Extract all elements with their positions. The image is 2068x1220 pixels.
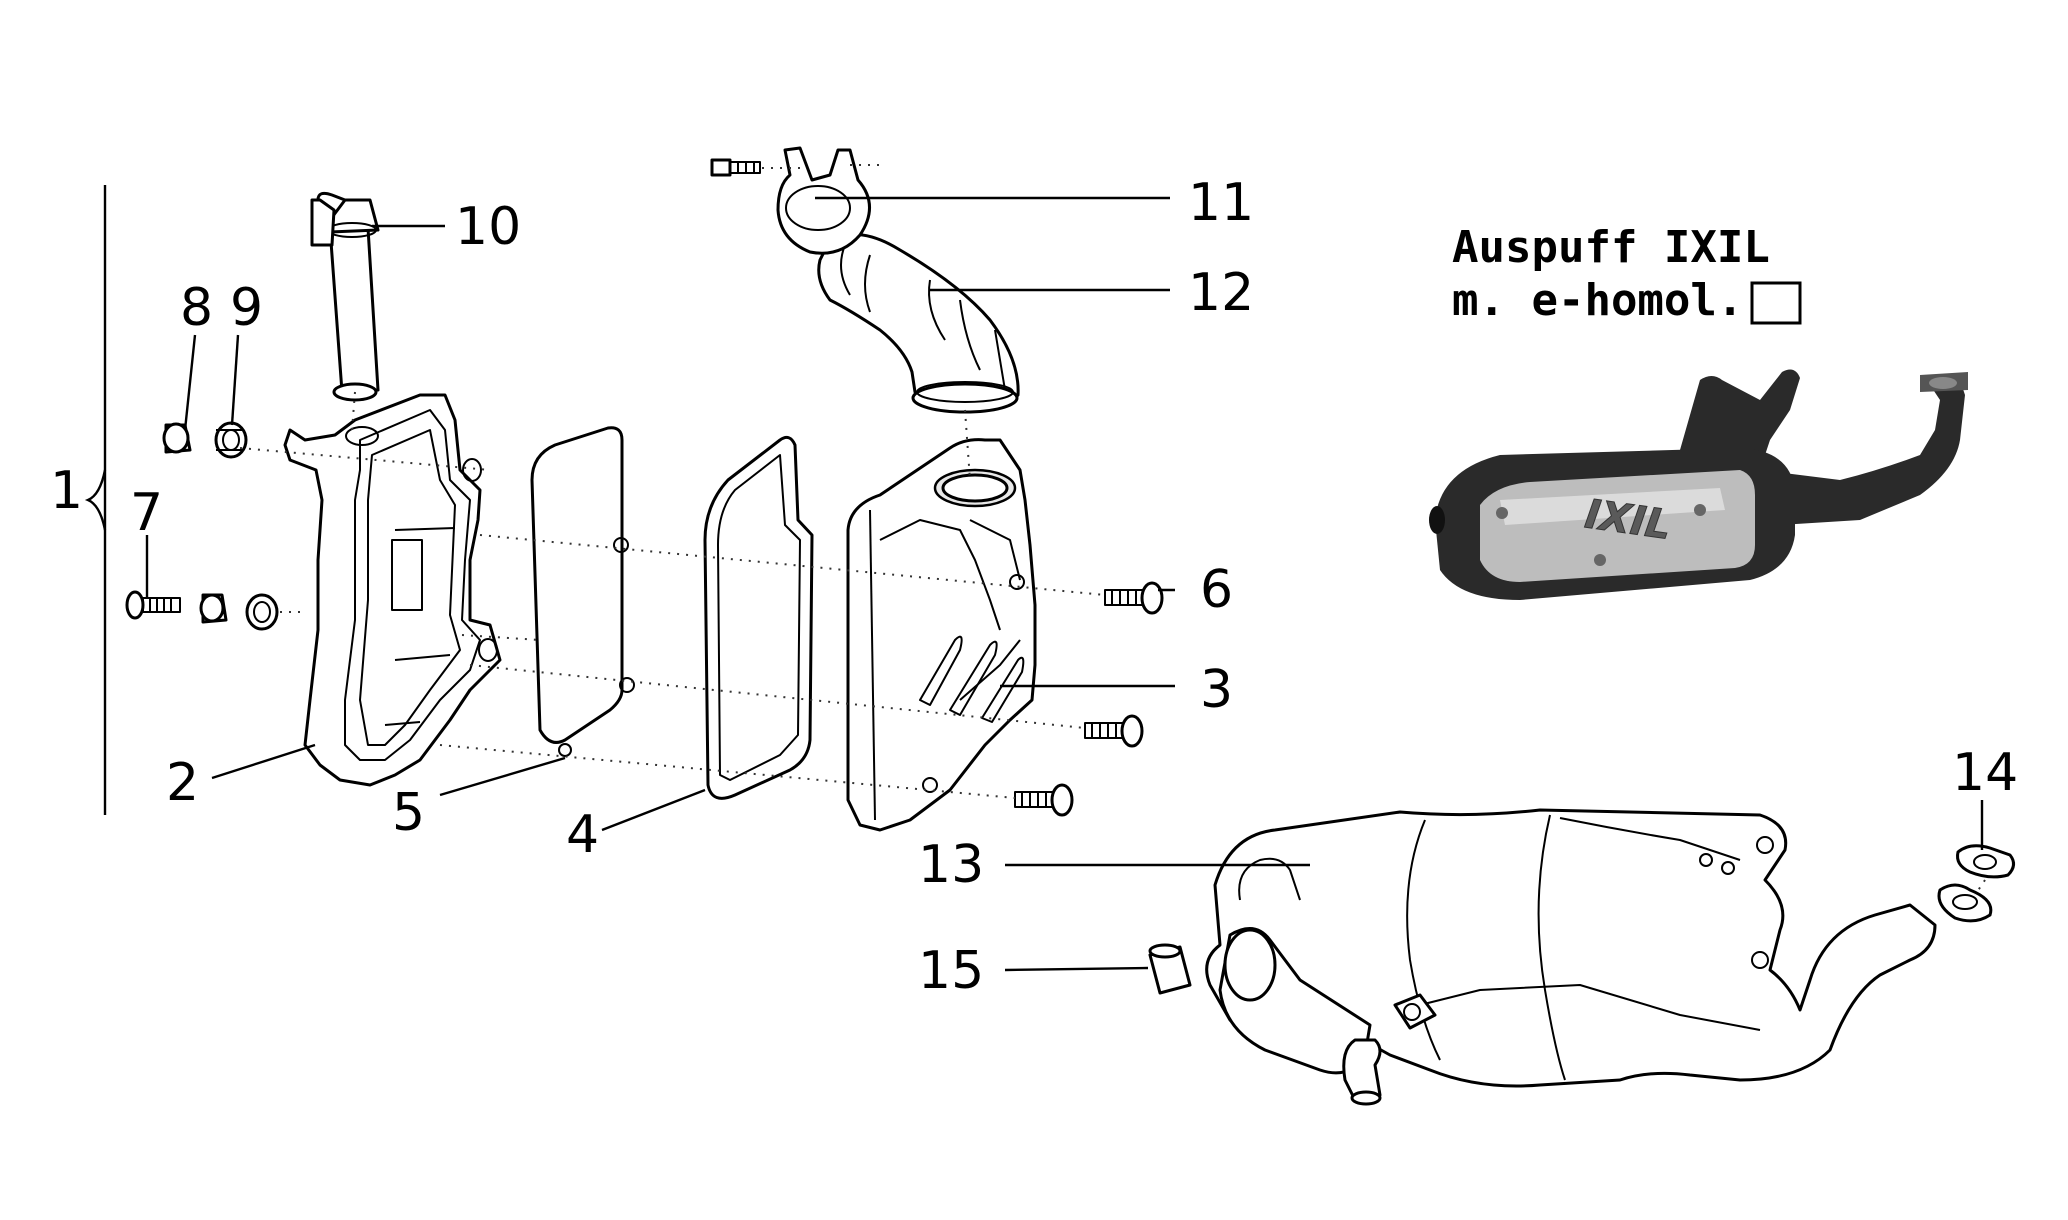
callout-14: 14 [1952,743,2018,803]
callout-11: 11 [1188,173,1254,233]
callout-1: 1 [50,461,83,521]
screw-part-6-top [1104,581,1164,615]
leader-lines [145,196,1984,972]
panel-title-line-2: m. e-homol. [1452,275,1743,326]
gasket-part-4 [703,435,814,800]
callout-15: 15 [918,941,984,1001]
breather-pipe-part-10 [310,191,380,402]
callout-12: 12 [1188,263,1254,323]
exhaust-muffler-part-13 [1205,808,1993,1106]
callout-8: 8 [180,278,213,338]
filter-cover-part-3 [846,438,1037,832]
spacer-sleeve-part-15 [1148,943,1192,995]
filter-element-part-5 [530,426,635,757]
callout-7: 7 [130,483,163,543]
panel-title-line-1: Auspuff IXIL [1452,222,1770,273]
option-checkbox[interactable] [1750,281,1802,325]
group-bracket-1 [84,185,107,815]
callout-2: 2 [166,753,199,813]
callout-5: 5 [392,783,425,843]
callout-9: 9 [230,278,263,338]
bolt-part-11 [710,158,761,177]
grommet-part-9 [214,421,248,459]
callout-10: 10 [455,197,521,257]
callout-6: 6 [1200,560,1233,620]
callout-4: 4 [566,805,599,865]
assembly-lines [239,164,1986,896]
screw-part-6-bottom [1014,783,1074,817]
exhaust-gasket-part-14 [1956,844,2015,879]
ixil-exhaust-photo: IXIL [1429,369,1968,600]
screw-part-6-middle [1084,714,1144,748]
filter-housing-part-2 [283,393,502,787]
intake-duct-part-12 [817,232,1020,414]
callout-13: 13 [918,835,984,895]
grommet-part-8 [162,422,192,454]
screw-part-7 [125,590,181,620]
grommet-left-lower [199,593,279,631]
photo-brand-logo: IXIL [1582,491,1674,549]
callout-3: 3 [1200,660,1233,720]
hose-clamp-part-11 [776,146,871,255]
